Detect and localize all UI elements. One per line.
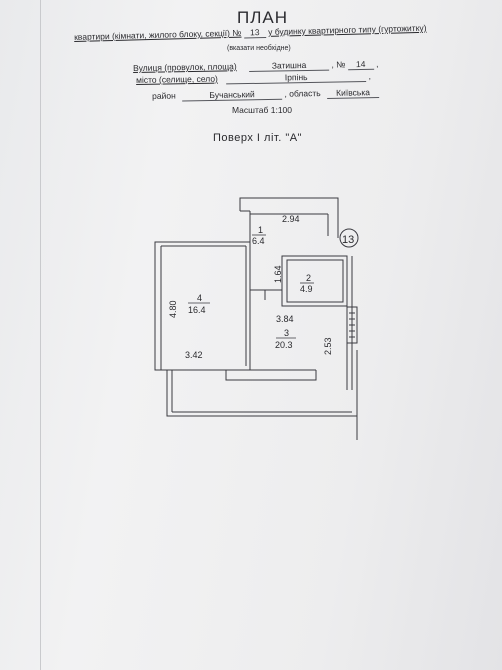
floor-label: Поверх І літ. "А": [213, 132, 302, 144]
hint-text: (вказати необхідне): [227, 45, 291, 52]
wall-room1-top: [239, 197, 339, 238]
dim-room4-height: 4.80: [168, 300, 178, 318]
dim-room1-width: 2.94: [282, 214, 300, 224]
room3-number: 3: [284, 328, 289, 338]
dim-room3-height: 2.53: [323, 337, 333, 355]
page-fold-line: [40, 0, 41, 670]
room2-area: 4.9: [300, 284, 313, 294]
room3-area: 20.3: [275, 340, 293, 350]
room2-number: 2: [306, 273, 311, 283]
wall-room3-bottom: [225, 370, 317, 381]
room4-area: 16.4: [188, 305, 206, 315]
flat-tag-circle: [339, 228, 359, 248]
room1-area: 6.4: [252, 236, 265, 246]
plan-title: ПЛАН: [237, 8, 288, 27]
flat-tag-number: 13: [342, 234, 354, 246]
wall-room2: [281, 255, 348, 307]
dim-hall-side: 1.64: [273, 265, 283, 283]
wall-room2-inner: [286, 259, 344, 303]
vent-block: [346, 306, 358, 344]
room1-number: 1: [258, 225, 263, 235]
dim-room4-width: 3.42: [185, 350, 203, 360]
room4-number: 4: [197, 293, 202, 303]
dim-room3-width: 3.84: [276, 314, 294, 324]
scale-text: Масштаб 1:100: [232, 105, 292, 115]
balcony-outline: [166, 370, 358, 417]
